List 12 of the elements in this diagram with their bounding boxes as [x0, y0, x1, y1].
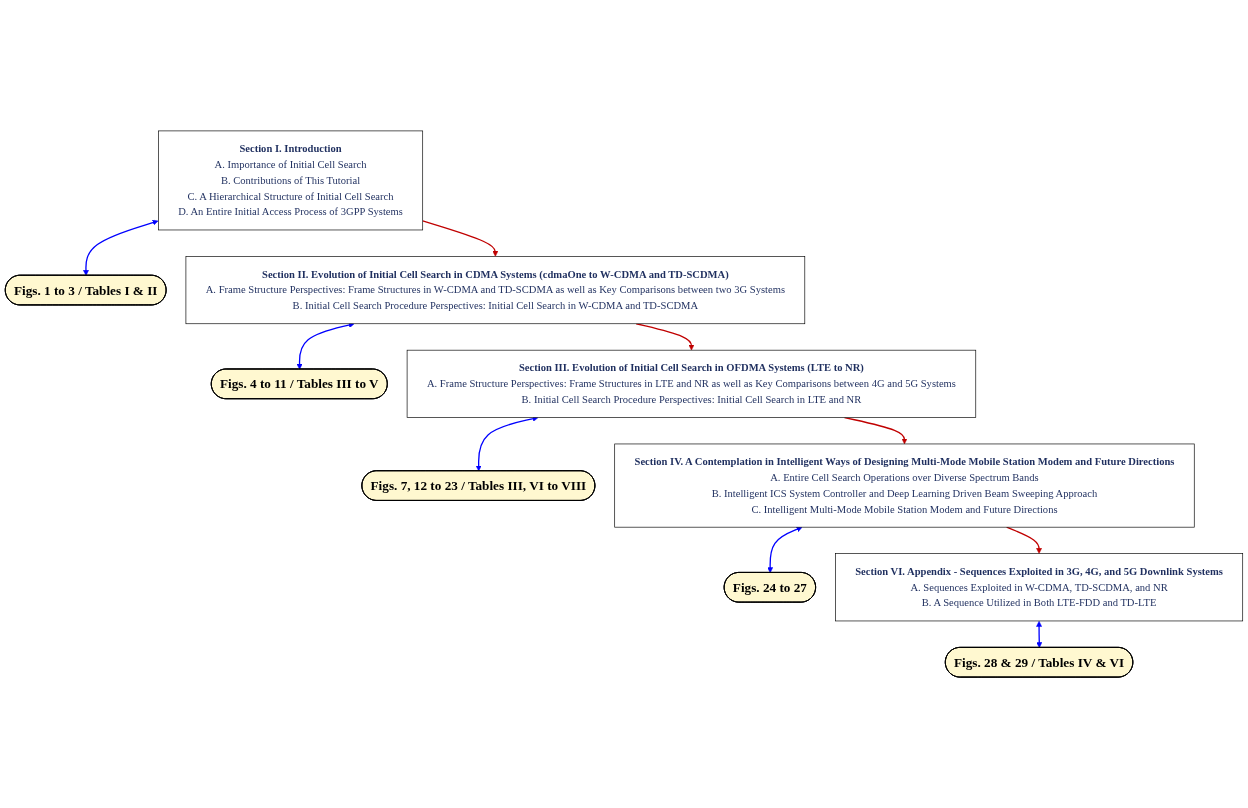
arrow	[296, 322, 355, 370]
arrow	[635, 323, 695, 351]
arrow	[83, 219, 159, 276]
node-box: Section I. Introduction A. Importance of Initial Cell Search B. Contributions of This Tutorial C. A Hierarchical Structure of Initial Cell Search D. An Entire Initial Access Process of 3GPP Systems	[158, 130, 424, 231]
arrow	[767, 526, 803, 573]
node-box: Section III. Evolution of Initial Cell Search in OFDMA Systems (LTE to NR) A. Frame Structure Perspectives: Frame Structures in LTE and NR as well as Key Comparisons between 4G and 5G Systems B. Initial Cell Search Procedure Perspectives: Initial Cell Search in LTE and NR	[406, 349, 977, 418]
arrow	[1036, 620, 1043, 648]
node-box: Section IV. A Contemplation in Intelligent Ways of Designing Multi-Mode Mobile Station Modem and Future Directions A. Entire Cell Search Operations over Diverse Spectrum Bands B. Intelligent ICS System Controller and Deep Learning Driven Beam Sweeping Approach C. Intelligent Multi-Mode Mobile Station Modem and Future Directions	[614, 443, 1195, 528]
arrow	[1006, 526, 1042, 554]
node-box: Section VI. Appendix - Sequences Exploited in 3G, 4G, and 5G Downlink Systems A. Sequences Exploited in W-CDMA, TD-SCDMA, and NR B. A Sequence Utilized in Both LTE-FDD and TD-LTE	[835, 553, 1244, 622]
node-box: Section II. Evolution of Initial Cell Search in CDMA Systems (cdmaOne to W-CDMA and TD-SCDMA) A. Frame Structure Perspectives: Frame Structures in W-CDMA and TD-SCDMA as well as Key Comparisons between two 3G Systems B. Initial Cell Search Procedure Perspectives: Initial Cell Search in W-CDMA and TD-SCDMA	[185, 256, 806, 325]
arrow	[422, 220, 499, 257]
